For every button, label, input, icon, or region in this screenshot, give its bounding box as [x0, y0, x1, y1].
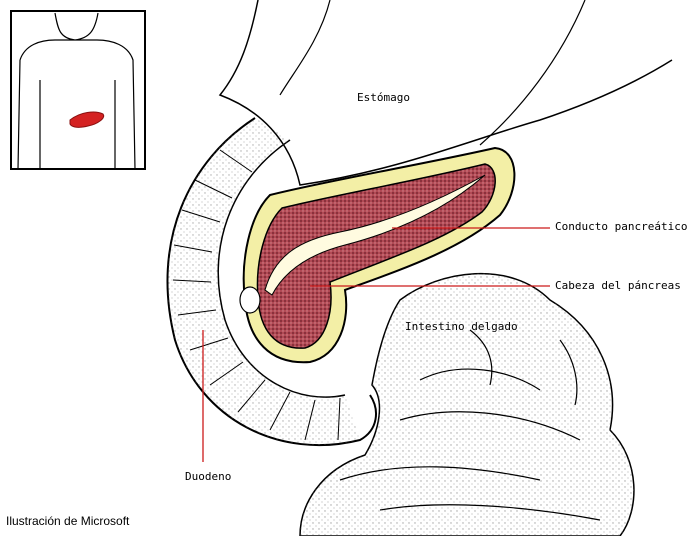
- label-stomach: Estómago: [357, 91, 410, 104]
- label-pancreas-head: Cabeza del páncreas: [555, 279, 681, 292]
- body-inset: [11, 11, 145, 169]
- stomach-outline: [220, 0, 672, 185]
- inset-frame: [11, 11, 145, 169]
- label-duodenum: Duodeno: [185, 470, 231, 483]
- stomach: [220, 0, 672, 185]
- ampulla-icon: [240, 287, 260, 313]
- illustration-credit: Ilustración de Microsoft: [6, 514, 129, 528]
- label-small-intestine: Intestino delgado: [405, 320, 518, 333]
- label-pancreatic-duct: Conducto pancreático: [555, 220, 687, 233]
